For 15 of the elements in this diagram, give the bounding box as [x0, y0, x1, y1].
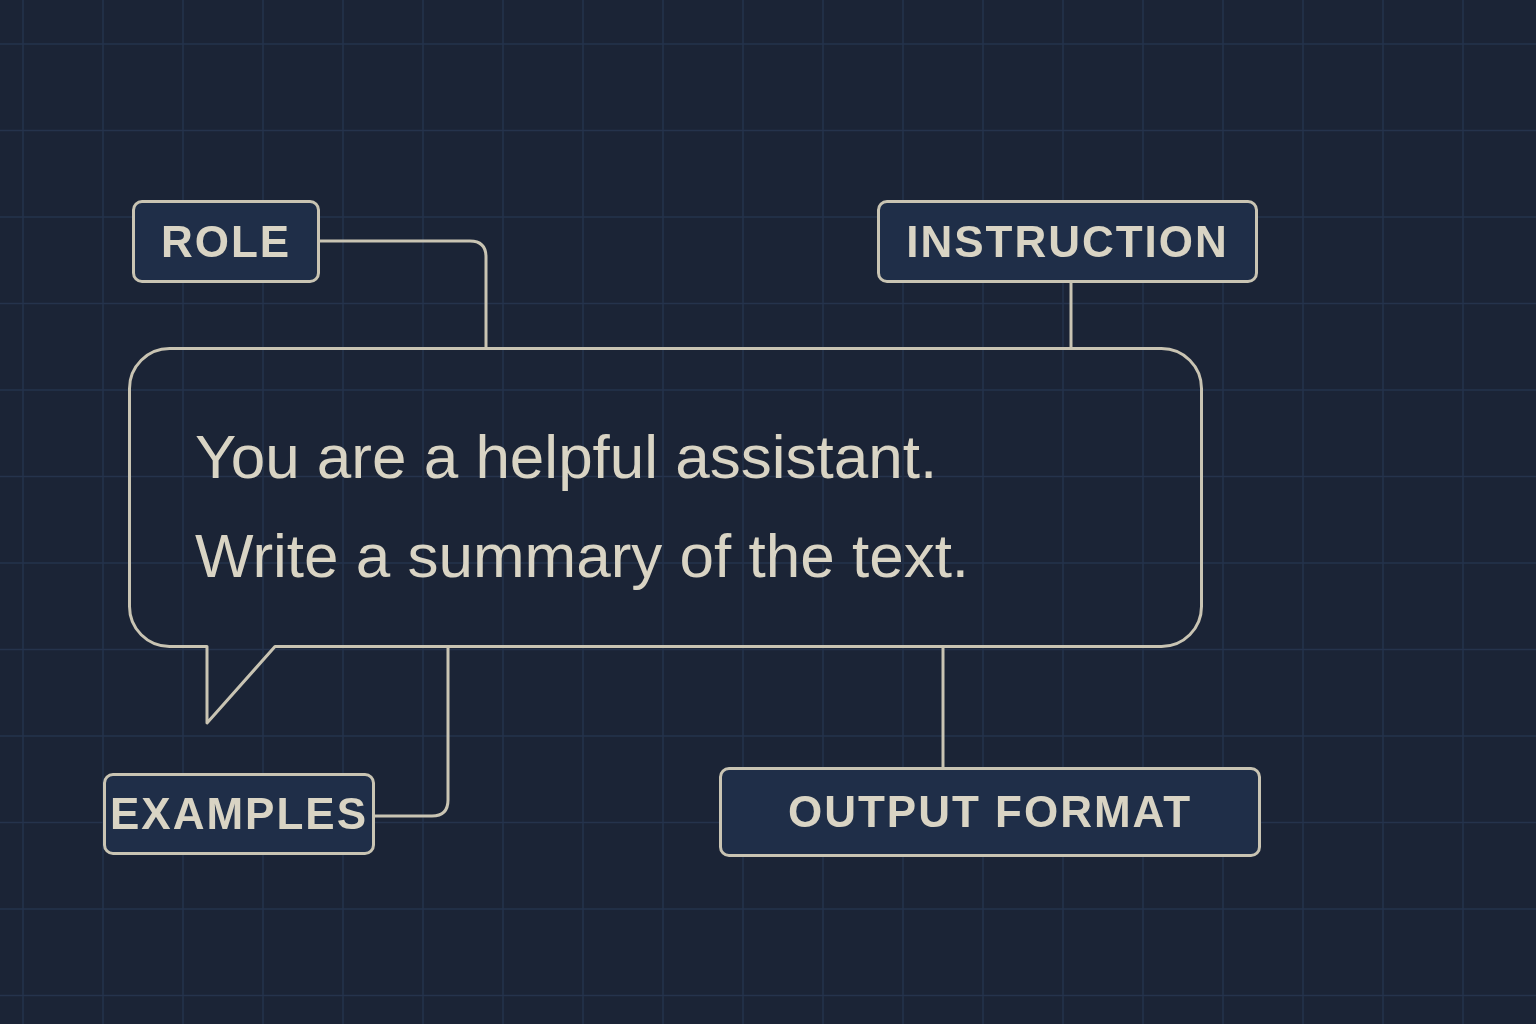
- label-box: [103, 773, 375, 855]
- section-label: INSTRUCTION: [906, 219, 1229, 264]
- section-label: OUTPUT FORMAT: [788, 790, 1192, 834]
- section-label: ROLE: [160, 219, 292, 264]
- label-box: [132, 200, 320, 283]
- prompt-text: You are a helpful assistant.: [195, 421, 938, 493]
- leader-line: [320, 239, 488, 347]
- leader-line: [375, 648, 450, 818]
- prompt-text: Write a summary of the text.: [195, 520, 970, 592]
- leader-line: [1069, 283, 1073, 347]
- label-box: [877, 200, 1258, 283]
- speech-bubble: [128, 347, 1203, 725]
- section-label: EXAMPLES: [109, 792, 368, 836]
- label-box: [719, 767, 1261, 857]
- leader-line: [941, 648, 945, 767]
